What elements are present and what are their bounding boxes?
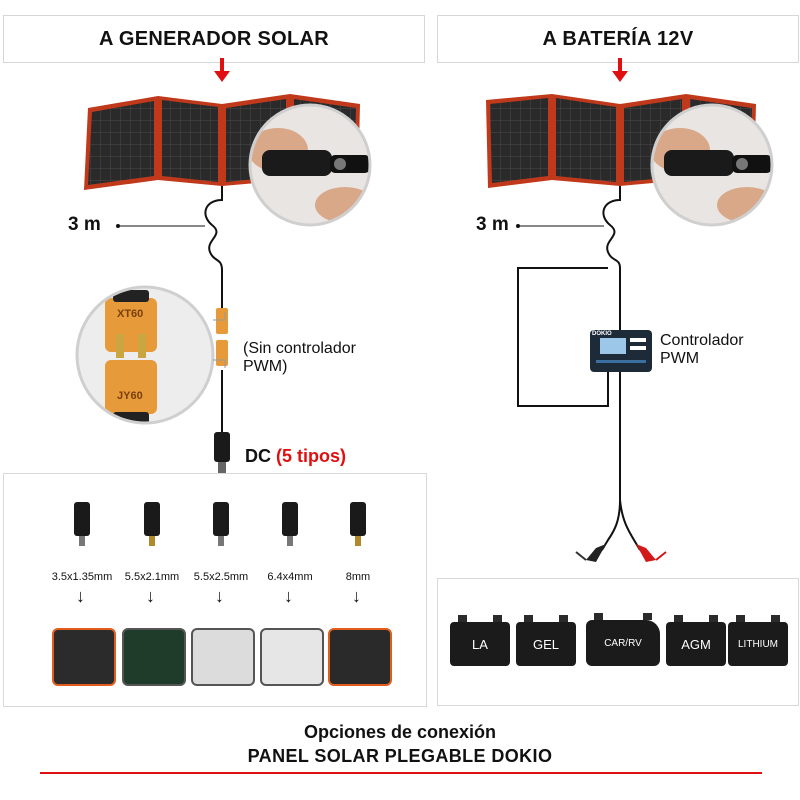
- battery-type-label: CAR/RV: [604, 637, 642, 649]
- footer-red-rule: [40, 772, 762, 774]
- dc-plug-tip-icon: [213, 502, 229, 546]
- dc-plug-size-label: 5.5x2.5mm: [193, 571, 249, 583]
- left-header-text: A GENERADOR SOLAR: [99, 27, 329, 50]
- connector-zoom: [75, 285, 215, 425]
- left-plug-zoom: [248, 103, 372, 227]
- pwm-controller: [590, 330, 652, 372]
- footer-line1: Opciones de conexión: [303, 722, 497, 742]
- right-cable-length: 3 m: [476, 214, 509, 235]
- dc-label-row: DC (5 tipos): [245, 446, 346, 467]
- battery-type-label: LA: [472, 636, 488, 652]
- power-station-icon: [122, 628, 186, 686]
- dc-label: DC: [245, 446, 271, 466]
- dc-plug-size-label: 6.4x4mm: [267, 571, 313, 583]
- left-cable-length: 3 m: [68, 214, 101, 235]
- footer-line2: PANEL SOLAR PLEGABLE DOKIO: [247, 746, 553, 766]
- no-controller-line2: PWM): [243, 358, 288, 375]
- down-arrow-icon: ↓: [76, 586, 85, 606]
- controller-brand: DOKIO: [592, 331, 612, 337]
- dc-plug-tip-icon: [282, 502, 298, 546]
- xt60-label: XT60: [117, 308, 144, 320]
- power-station-icon: [328, 628, 392, 686]
- power-station-icon: [260, 628, 324, 686]
- down-arrow-icon: ↓: [146, 586, 155, 606]
- battery-icon: GEL: [516, 615, 576, 666]
- no-controller-label: (Sin controlador PWM): [243, 340, 356, 376]
- battery-type-label: GEL: [532, 636, 559, 652]
- right-plug-zoom: [650, 103, 774, 227]
- controller-line1: Controlador: [660, 332, 744, 349]
- dc-plug-tip-icon: [350, 502, 366, 546]
- battery-icon: AGM: [666, 615, 726, 666]
- battery-icon: LITHIUM: [728, 615, 788, 666]
- right-red-arrow: [612, 58, 628, 82]
- right-cable: [517, 186, 641, 551]
- controller-line2: PWM: [660, 350, 700, 367]
- dc-types: (5 tipos): [276, 446, 347, 466]
- dc-plug-size-label: 8mm: [345, 571, 371, 583]
- battery-clips: [575, 544, 667, 562]
- left-cable: [204, 186, 223, 432]
- jy60-label: JY60: [117, 390, 143, 402]
- down-arrow-icon: ↓: [284, 586, 293, 606]
- rv-icon: CAR/RV: [586, 613, 660, 666]
- power-station-icon: [191, 628, 255, 686]
- dc-plug-size-label: 3.5x1.35mm: [51, 571, 113, 583]
- dc-barrel-plug: [214, 432, 230, 476]
- down-arrow-icon: ↓: [352, 586, 361, 606]
- right-header-text: A BATERÍA 12V: [542, 27, 694, 50]
- battery-type-label: LITHIUM: [738, 638, 778, 650]
- dc-plug-tip-icon: [144, 502, 160, 546]
- power-station-icon: [52, 628, 116, 686]
- battery-type-label: AGM: [681, 636, 711, 652]
- down-arrow-icon: ↓: [215, 586, 224, 606]
- left-red-arrow: [214, 58, 230, 82]
- controller-label: Controlador PWM: [660, 332, 744, 368]
- left-header: A GENERADOR SOLAR: [3, 15, 425, 63]
- battery-icon: LA: [450, 615, 510, 666]
- dc-plug-tip-icon: [74, 502, 90, 546]
- dc-plug-size-label: 5.5x2.1mm: [124, 571, 180, 583]
- no-controller-line1: (Sin controlador: [243, 340, 356, 357]
